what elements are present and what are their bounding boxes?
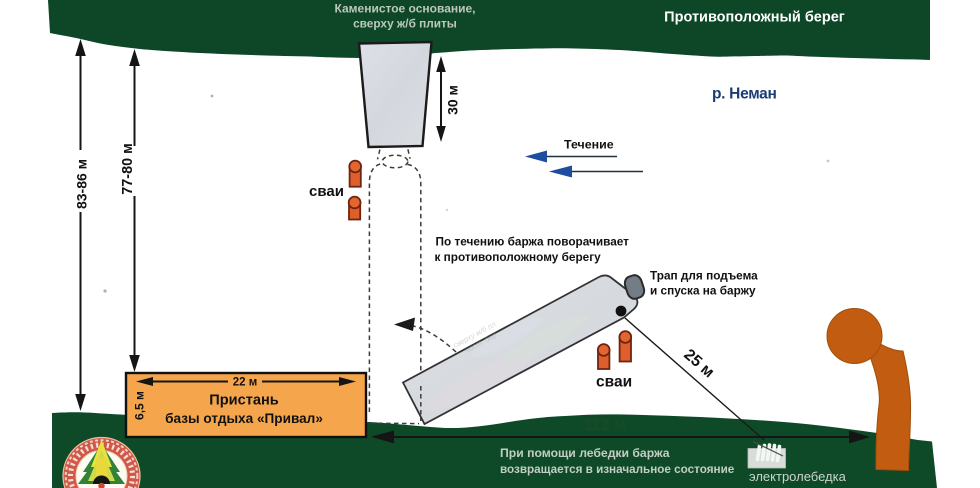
svg-text:Течение: Течение (564, 137, 614, 151)
svg-text:По течению баржа поворачивает: По течению баржа поворачивает (436, 235, 630, 249)
svg-text:30 м: 30 м (445, 85, 461, 115)
svg-text:22 м: 22 м (233, 377, 258, 389)
svg-text:к противоположному берегу: к противоположному берегу (435, 250, 602, 264)
svg-text:сваи: сваи (596, 374, 632, 391)
svg-text:Пристань: Пристань (209, 393, 279, 409)
svg-text:77-80 м: 77-80 м (120, 143, 136, 194)
svg-text:и спуска на баржу: и спуска на баржу (650, 284, 756, 298)
svg-text:сваи: сваи (309, 183, 344, 200)
svg-text:сверху ж/б плиты: сверху ж/б плиты (353, 17, 457, 31)
svg-text:р. Неман: р. Неман (712, 86, 777, 103)
svg-text:базы отдыха «Привал»: базы отдыха «Привал» (165, 411, 323, 426)
svg-text:6,5 м: 6,5 м (133, 391, 147, 420)
svg-text:83-86 м: 83-86 м (74, 159, 90, 209)
svg-text:Трап для подъема: Трап для подъема (650, 269, 758, 283)
svg-text:При помощи лебедки баржа: При помощи лебедки баржа (500, 446, 670, 460)
svg-text:Противоположный берег: Противоположный берег (664, 10, 845, 26)
svg-text:электролебедка: электролебедка (749, 469, 847, 484)
svg-text:возвращается в изначальное сос: возвращается в изначальное состояние (500, 463, 735, 476)
svg-text:Каменистое основание,: Каменистое основание, (335, 2, 476, 16)
svg-text:112 м: 112 м (584, 417, 626, 434)
